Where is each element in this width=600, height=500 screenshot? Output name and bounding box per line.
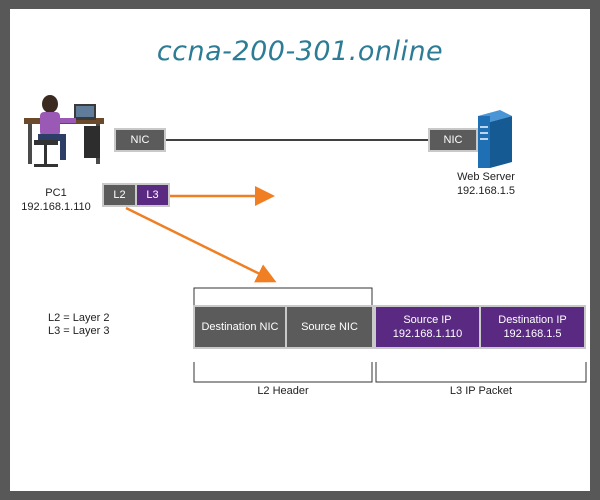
source-nic-field: Source NIC	[285, 305, 374, 349]
l3-packet-label: L3 IP Packet	[449, 385, 513, 397]
destination-ip-label: Destination IP	[498, 314, 567, 326]
frame-expand-arrow	[125, 206, 277, 283]
slide-frame	[10, 9, 590, 491]
l2-header-label: L2 Header	[257, 385, 309, 397]
l3-packet-bracket	[375, 362, 587, 383]
destination-nic-field: Destination NIC	[193, 305, 287, 349]
pc1-workstation-icon	[24, 95, 104, 167]
l2-header-bracket	[193, 362, 373, 383]
legend-layer3: L3 = Layer 3	[48, 325, 110, 337]
pc1-ip-label: 192.168.1.110	[21, 201, 91, 213]
source-ip-value: 192.168.1.110	[392, 328, 463, 340]
l2-top-bracket	[193, 287, 373, 305]
web-server-icon	[478, 110, 512, 168]
server-nic-box: NIC	[428, 128, 478, 152]
pc1-nic-box: NIC	[114, 128, 166, 152]
destination-ip-field: Destination IP 192.168.1.5	[479, 305, 586, 349]
server-name-label: Web Server	[457, 171, 515, 183]
legend-layer2: L2 = Layer 2	[48, 312, 110, 324]
pc1-name-label: PC1	[45, 187, 67, 199]
server-ip-label: 192.168.1.5	[456, 185, 516, 197]
source-ip-field: Source IP 192.168.1.110	[374, 305, 481, 349]
destination-ip-value: 192.168.1.5	[503, 328, 562, 340]
mini-l3-box: L3	[135, 183, 170, 207]
source-ip-label: Source IP	[403, 314, 452, 326]
mini-l2-box: L2	[102, 183, 137, 207]
watermark-text: ccna-200-301.online	[156, 36, 444, 67]
